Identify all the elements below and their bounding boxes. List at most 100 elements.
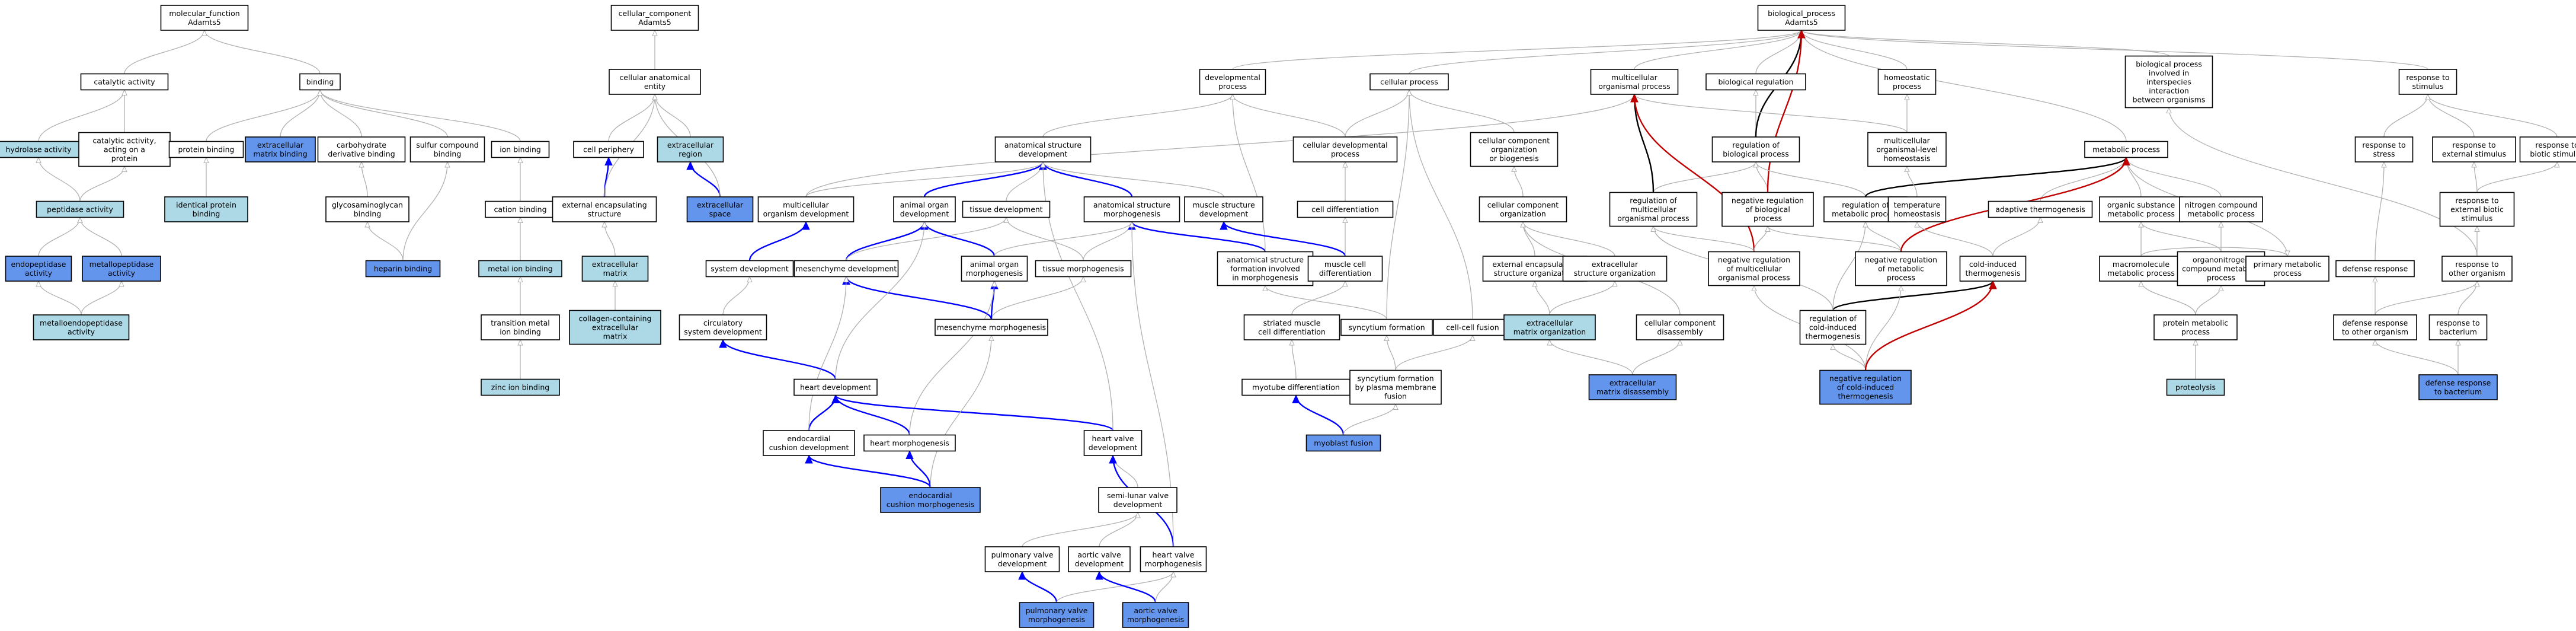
arrow-head-icon xyxy=(121,89,127,95)
term-label-line: heart valve xyxy=(1092,434,1134,443)
term-label-line: endopeptidase xyxy=(11,260,66,269)
arrow-head-icon xyxy=(1384,334,1390,341)
edge-line xyxy=(2427,94,2475,138)
edge-line xyxy=(206,90,321,142)
edge-negregmop-to-regmop xyxy=(1650,225,1755,252)
term-box xyxy=(1433,318,1512,336)
edge-aom-to-aod xyxy=(920,221,996,257)
arrow-head-icon xyxy=(1470,334,1476,341)
edge-metallopep-to-pept xyxy=(77,216,122,257)
term-label-line: structure organization xyxy=(1494,269,1576,278)
term-label-line: matrix organization xyxy=(1513,327,1586,336)
term-node-celldiff: cell differentiation xyxy=(1297,200,1394,218)
edge-musdev-to-asd xyxy=(1040,161,1224,197)
arrow-head-icon xyxy=(1532,280,1538,287)
term-box xyxy=(705,260,794,278)
term-node-zinc: zinc ion binding xyxy=(481,378,560,396)
term-label-line: protein metabolic xyxy=(2163,318,2228,327)
edge-line xyxy=(2476,161,2558,193)
edge-pulmmorph-to-hvmorph xyxy=(1056,571,1176,603)
term-label-line: between organisms xyxy=(2133,95,2206,104)
term-label-line: regulation of xyxy=(1630,196,1677,205)
arrow-head-icon xyxy=(1904,93,1910,100)
edge-line xyxy=(608,94,655,142)
term-label-line: Adamts5 xyxy=(188,18,220,27)
term-box xyxy=(168,141,244,158)
edge-pept-to-hydro xyxy=(36,157,81,202)
edge-myoblast-to-syncmem xyxy=(1343,403,1399,435)
edge-line xyxy=(1832,281,1994,311)
edge-aorticdev-to-semilunar xyxy=(1099,511,1141,547)
edge-line xyxy=(1291,339,1297,380)
term-label-line: external biotic xyxy=(2450,205,2504,214)
term-label-line: response to xyxy=(2362,141,2405,149)
term-box xyxy=(2335,260,2415,278)
edge-glyco-to-carb xyxy=(359,161,368,197)
term-label-line: aortic valve xyxy=(1077,550,1121,559)
arrow-head-icon xyxy=(1630,93,1639,103)
edge-line xyxy=(1632,339,1681,375)
arrow-head-icon xyxy=(905,450,914,459)
term-label-line: biological process xyxy=(1723,149,1789,158)
term-label-line: temperature xyxy=(1894,200,1941,209)
edge-endocard-to-mesdev xyxy=(808,276,849,431)
edge-negregcold-to-regcold xyxy=(1830,343,1866,371)
term-label-line: biological regulation xyxy=(1718,78,1793,87)
term-box xyxy=(1799,310,1867,345)
arrow-head-icon xyxy=(1547,339,1553,346)
term-box xyxy=(1297,200,1394,218)
arrow-head-icon xyxy=(517,276,523,282)
term-label-line: cold-induced xyxy=(1809,323,1857,332)
arrow-head-icon xyxy=(604,157,613,165)
edge-pulmmorph-to-pulmdev xyxy=(1018,571,1058,603)
edge-line xyxy=(808,276,847,431)
edge-hvdev-to-heartdev xyxy=(831,394,1114,432)
term-box xyxy=(1305,434,1381,452)
term-label-line: metabolic process xyxy=(2187,209,2255,218)
arrow-head-icon xyxy=(2372,276,2378,282)
term-label-line: development xyxy=(998,559,1047,568)
term-box xyxy=(1959,256,2027,282)
arrow-head-icon xyxy=(1830,343,1836,350)
term-box xyxy=(1241,378,1351,396)
term-box xyxy=(1708,251,1800,286)
arrow-head-icon xyxy=(805,454,813,464)
term-label-line: structure xyxy=(588,209,622,218)
edge-negregcold-to-coldthermo xyxy=(1864,280,1997,371)
term-node-cellproc: cellular process xyxy=(1369,73,1449,91)
term-label-line: or biogenesis xyxy=(1489,154,1539,163)
edge-line xyxy=(991,276,1084,320)
edge-homeo-to-bp xyxy=(1799,29,1908,70)
term-label-line: extracellular xyxy=(1592,260,1639,269)
term-label-line: muscle cell xyxy=(1324,260,1366,269)
edge-line xyxy=(1864,157,2127,197)
term-label-line: external encapsulating xyxy=(1492,260,1577,269)
edge-negregbp-to-bp xyxy=(1767,29,1806,193)
edge-line xyxy=(834,394,1114,432)
term-node-myoblast: myoblast fusion xyxy=(1305,434,1381,452)
term-label-line: process xyxy=(2273,269,2302,278)
edge-mesmorph-to-tissmorph xyxy=(991,276,1086,320)
edge-line xyxy=(1232,30,1802,70)
edge-line xyxy=(2040,157,2127,202)
term-box xyxy=(686,196,754,222)
term-label-line: regulation of xyxy=(1809,314,1857,323)
edge-line xyxy=(1801,30,2428,70)
term-label-line: to other organism xyxy=(2342,327,2408,336)
edge-line xyxy=(1653,226,1755,252)
term-box xyxy=(245,136,316,162)
edge-ecmatrix-to-extenc xyxy=(601,221,616,257)
edge-tissdev-to-asd xyxy=(1006,161,1046,202)
arrow-head-icon xyxy=(1751,285,1757,291)
edge-line xyxy=(1755,161,1866,197)
edge-respother-to-respextbiotic xyxy=(2474,225,2480,256)
term-label-line: organic substance xyxy=(2107,200,2175,209)
term-label-line: disassembly xyxy=(1657,327,1703,336)
